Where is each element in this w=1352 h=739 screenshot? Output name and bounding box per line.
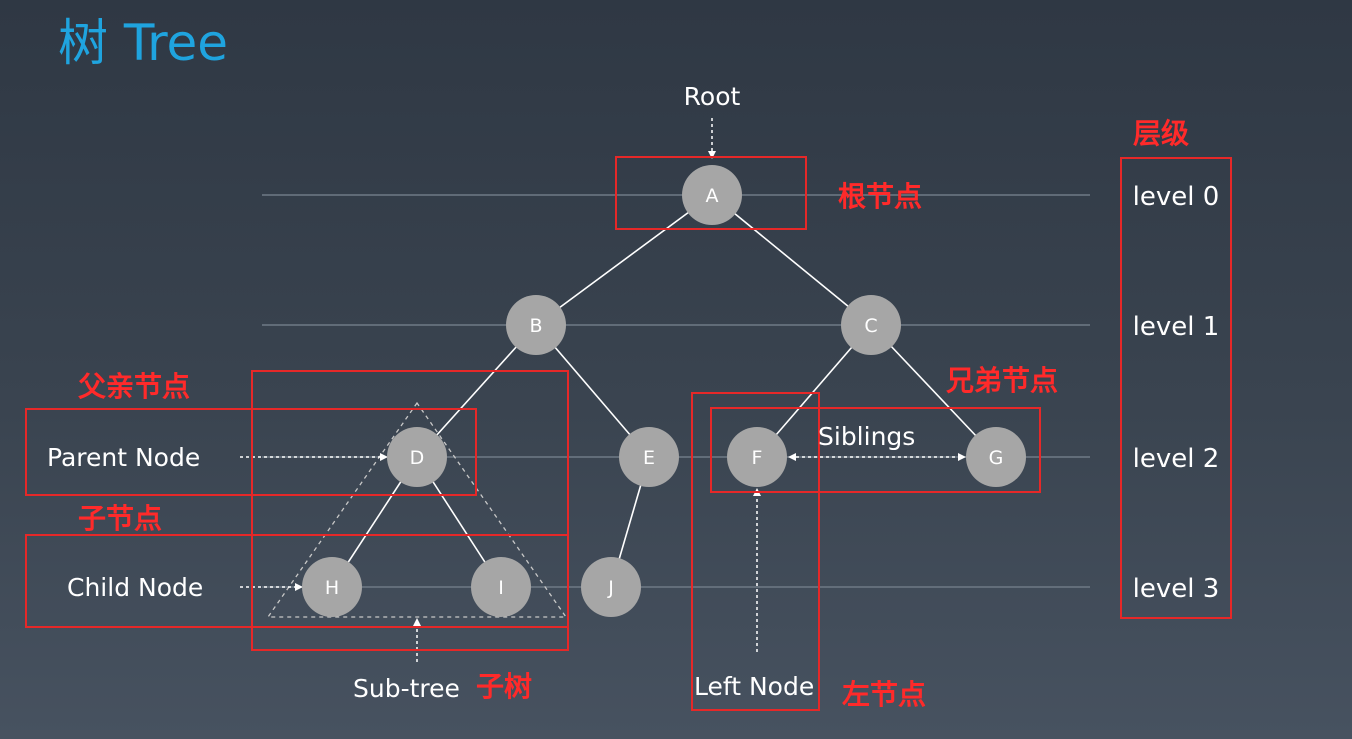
level-3-label: level 3 [1133,574,1220,604]
highlight-boxes [25,156,1232,711]
left-node-highlight-box [691,392,820,711]
sub-tree-label: Sub-tree [353,674,460,703]
levels-highlight-box [1120,157,1232,619]
node-d-label: D [410,447,425,469]
node-f: F [727,427,787,487]
node-a-label: A [706,185,719,207]
root-highlight-box [615,156,807,230]
tree-edges [331,194,997,588]
node-h: H [302,557,362,617]
level-1-label: level 1 [1133,312,1220,342]
siblings-highlight-box [710,407,1041,493]
node-c: C [841,295,901,355]
edge-a-b [535,194,713,326]
child-node-label: Child Node [67,573,203,602]
subtree-annotation: 子树 [476,670,532,703]
siblings-label: Siblings [818,422,915,451]
subtree-highlight-box [251,370,569,651]
node-i: I [471,557,531,617]
node-h-label: H [325,577,339,599]
sibling-nodes-annotation: 兄弟节点 [946,364,1058,397]
page-title: 树 Tree [58,14,229,72]
root-label: Root [684,82,741,111]
level-2-label: level 2 [1133,444,1220,474]
node-e-label: E [643,447,655,469]
root-node-annotation: 根节点 [838,180,922,213]
node-f-label: F [752,447,763,469]
edge-a-c [711,194,872,326]
node-j-label: J [607,577,614,599]
child-node-annotation: 子节点 [78,502,162,535]
node-b-label: B [529,315,542,337]
tree-nodes: A B C D E F G H I J [302,165,1026,617]
node-b: B [506,295,566,355]
pointer-arrows [240,118,966,662]
node-j: J [581,557,641,617]
left-node-label: Left Node [694,672,814,701]
node-a: A [682,165,742,225]
parent-node-annotation: 父亲节点 [78,370,190,403]
node-c-label: C [864,315,877,337]
level-0-label: level 0 [1133,182,1220,212]
node-i-label: I [498,577,504,599]
parent-node-label: Parent Node [47,443,200,472]
edge-c-g [870,324,997,458]
left-node-annotation: 左节点 [842,678,926,711]
node-g: G [966,427,1026,487]
node-e: E [619,427,679,487]
node-g-label: G [989,447,1004,469]
levels-annotation: 层级 [1133,117,1189,150]
subtree-triangle [266,401,568,618]
node-d: D [387,427,447,487]
